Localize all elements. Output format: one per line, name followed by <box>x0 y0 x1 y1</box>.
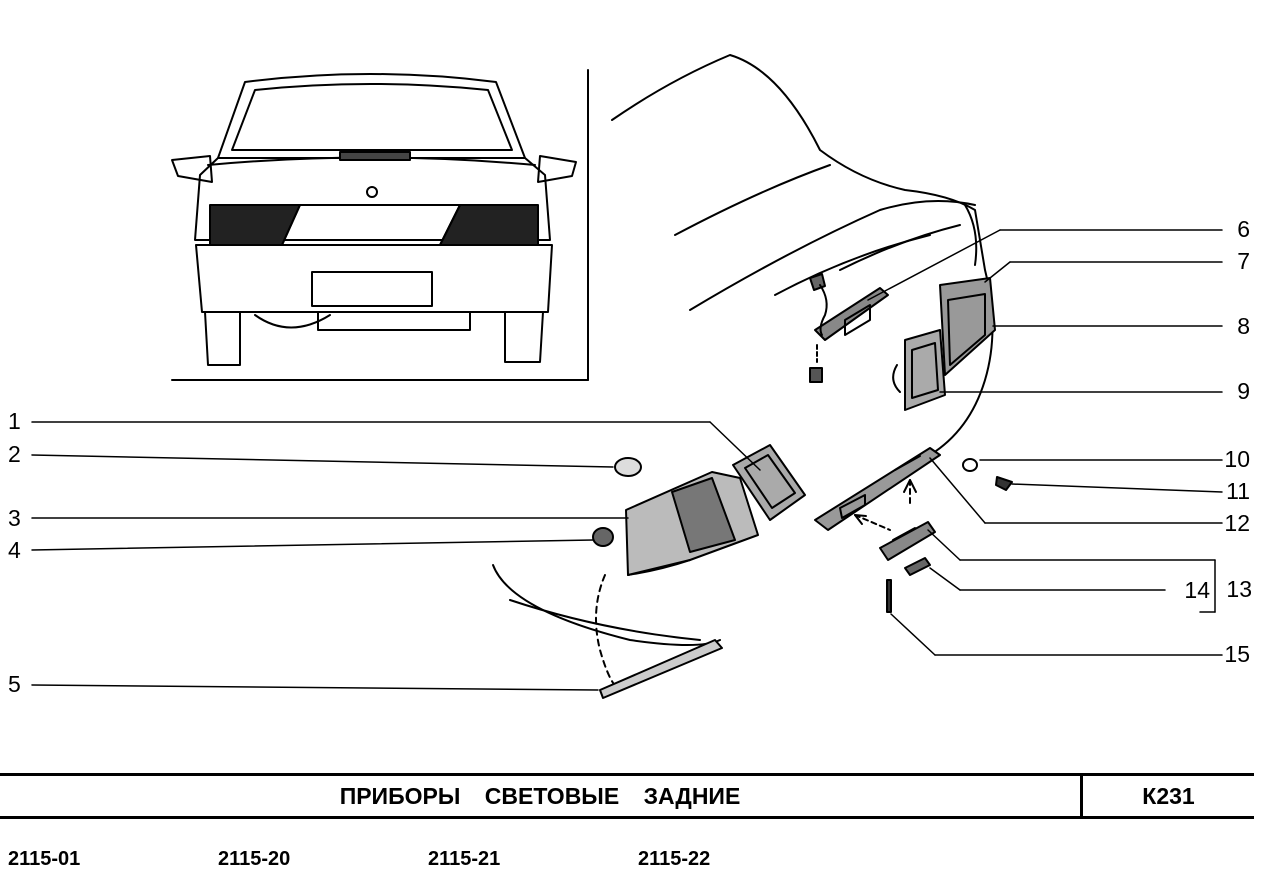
callout-3: 3 <box>8 505 21 531</box>
brake-light-assembly <box>809 273 889 383</box>
callout-8: 8 <box>1237 313 1250 339</box>
page-title: ПРИБОРЫ СВЕТОВЫЕ ЗАДНИЕ <box>0 776 1080 816</box>
model-4: 2115-22 <box>638 848 711 870</box>
washer-10 <box>962 458 978 472</box>
callout-1: 1 <box>8 408 21 434</box>
model-1: 2115-01 <box>8 848 81 870</box>
title-word-3: ЗАДНИЕ <box>643 783 741 809</box>
mirror-right <box>537 155 577 183</box>
leader-lines <box>31 229 1223 691</box>
callout-13: 13 <box>1226 576 1252 602</box>
title-word-1: ПРИБОРЫ <box>339 783 461 809</box>
model-3: 2115-21 <box>428 848 501 870</box>
callout-11: 11 <box>1226 478 1250 504</box>
taillight-right-inset <box>439 204 539 246</box>
callout-7: 7 <box>1237 248 1250 274</box>
page-code: К231 <box>1080 776 1254 816</box>
model-2: 2115-20 <box>218 848 291 870</box>
callout-10: 10 <box>1224 446 1250 472</box>
screw-11 <box>995 476 1013 491</box>
callout-9: 9 <box>1237 378 1250 404</box>
plate-inset <box>311 271 433 307</box>
trim-strip-5 <box>599 639 723 699</box>
callout-15: 15 <box>1224 641 1250 667</box>
brake-light-inset <box>339 151 411 161</box>
tail-lamp-left <box>625 471 759 576</box>
title-word-2: СВЕТОВЫЕ <box>484 783 620 809</box>
callout-14: 14 <box>1184 577 1210 603</box>
car-body-side <box>492 54 994 691</box>
plate-light-housing <box>814 447 941 531</box>
car-rear-view <box>171 73 577 366</box>
callout-4: 4 <box>8 537 21 563</box>
tail-lamp-right <box>892 277 996 411</box>
callout-12: 12 <box>1224 510 1250 536</box>
reverse-lamp <box>732 444 806 521</box>
callout-6: 6 <box>1237 216 1250 242</box>
callout-5: 5 <box>8 671 21 697</box>
callout-2: 2 <box>8 441 21 467</box>
bulb-2 <box>614 457 642 477</box>
socket-4 <box>592 527 614 547</box>
mirror-left <box>171 155 213 183</box>
plate-lamp-assembly <box>879 521 936 613</box>
title-bar: ПРИБОРЫ СВЕТОВЫЕ ЗАДНИЕ К231 <box>0 773 1254 819</box>
